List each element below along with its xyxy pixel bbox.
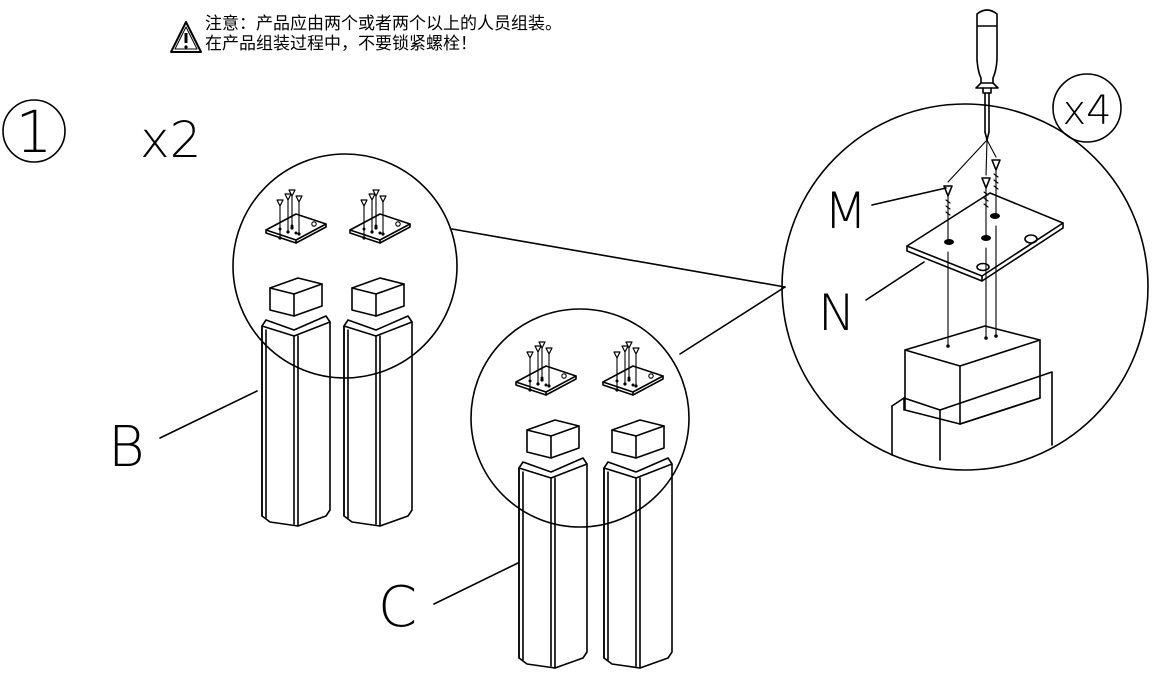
- leg-c-left: [518, 419, 588, 669]
- plate-group-c-left: [516, 342, 576, 395]
- leg-c-pair: [470, 308, 690, 669]
- label-n: N: [818, 284, 855, 342]
- screwdriver-icon: [975, 9, 999, 141]
- plate-group-b-right: [350, 190, 410, 243]
- plate-group-b-left: [266, 190, 326, 243]
- leader-c: [433, 562, 519, 605]
- leader-m: [871, 187, 947, 206]
- detail-circle: [781, 103, 1149, 471]
- label-b: B: [108, 415, 145, 480]
- leader-detail-c: [679, 286, 786, 355]
- zoom-circle-b: [232, 153, 458, 379]
- mounting-plate-n: [906, 192, 1064, 282]
- leg-b-pair: [232, 153, 458, 527]
- leg-b-left: [261, 277, 331, 527]
- label-m: M: [824, 182, 867, 240]
- leg-c-right: [603, 419, 673, 669]
- detail-view: [781, 9, 1149, 471]
- screws-m: [943, 159, 1001, 243]
- warning-triangle-icon: [170, 21, 202, 53]
- zoom-circle-c: [470, 308, 690, 528]
- label-c: C: [378, 575, 417, 640]
- step-quantity: x2: [140, 111, 201, 169]
- detail-quantity-badge: x4: [1052, 73, 1122, 143]
- leader-b: [159, 390, 258, 439]
- plate-group-c-right: [603, 342, 663, 395]
- detail-quantity: x4: [1062, 88, 1111, 134]
- leader-n: [865, 261, 925, 301]
- step-number-badge: 1: [2, 98, 66, 166]
- warning-line-2: 在产品组装过程中，不要锁紧螺栓！: [205, 34, 477, 54]
- step-number: 1: [16, 98, 53, 166]
- warning-line-1: 注意：产品应由两个或者两个以上的人员组装。: [205, 14, 562, 34]
- leg-b-right: [343, 277, 413, 527]
- leader-detail-b: [451, 228, 786, 288]
- detail-leg-block: [891, 325, 1053, 461]
